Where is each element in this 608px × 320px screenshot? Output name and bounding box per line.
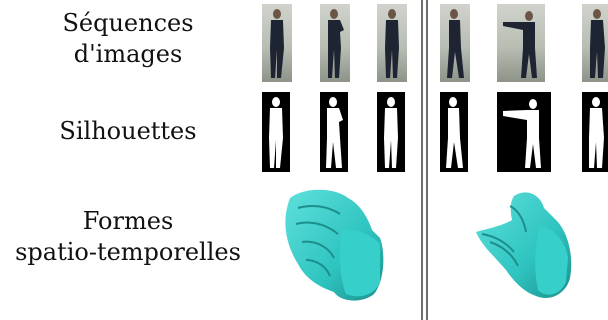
silhouette-1 xyxy=(262,92,290,172)
video-frame-2 xyxy=(320,4,350,82)
row-label-image-sequences-line2: d'images xyxy=(0,39,256,70)
row-label-image-sequences-line1: Séquences xyxy=(0,8,256,39)
video-frame-4 xyxy=(440,4,470,82)
silhouette-6 xyxy=(582,92,608,172)
silhouette-5 xyxy=(497,92,551,172)
divider-right-line xyxy=(426,0,428,320)
video-frame-1 xyxy=(262,4,292,82)
video-frame-5 xyxy=(497,4,545,82)
video-frame-3 xyxy=(377,4,407,82)
silhouette-4 xyxy=(440,92,468,172)
row-label-spatio-temporal-shapes-line1: Formes xyxy=(0,206,256,237)
divider-left-line xyxy=(421,0,423,320)
row-label-spatio-temporal-shapes-line2: spatio-temporelles xyxy=(0,237,256,268)
row-label-silhouettes: Silhouettes xyxy=(0,116,256,147)
row-label-image-sequences: Séquences d'images xyxy=(0,8,256,70)
silhouette-2 xyxy=(320,92,348,172)
row-label-spatio-temporal-shapes: Formes spatio-temporelles xyxy=(0,206,256,268)
silhouette-3 xyxy=(377,92,405,172)
video-frame-6 xyxy=(582,4,608,82)
space-time-shape-1 xyxy=(276,184,388,306)
space-time-shape-2 xyxy=(470,186,582,306)
